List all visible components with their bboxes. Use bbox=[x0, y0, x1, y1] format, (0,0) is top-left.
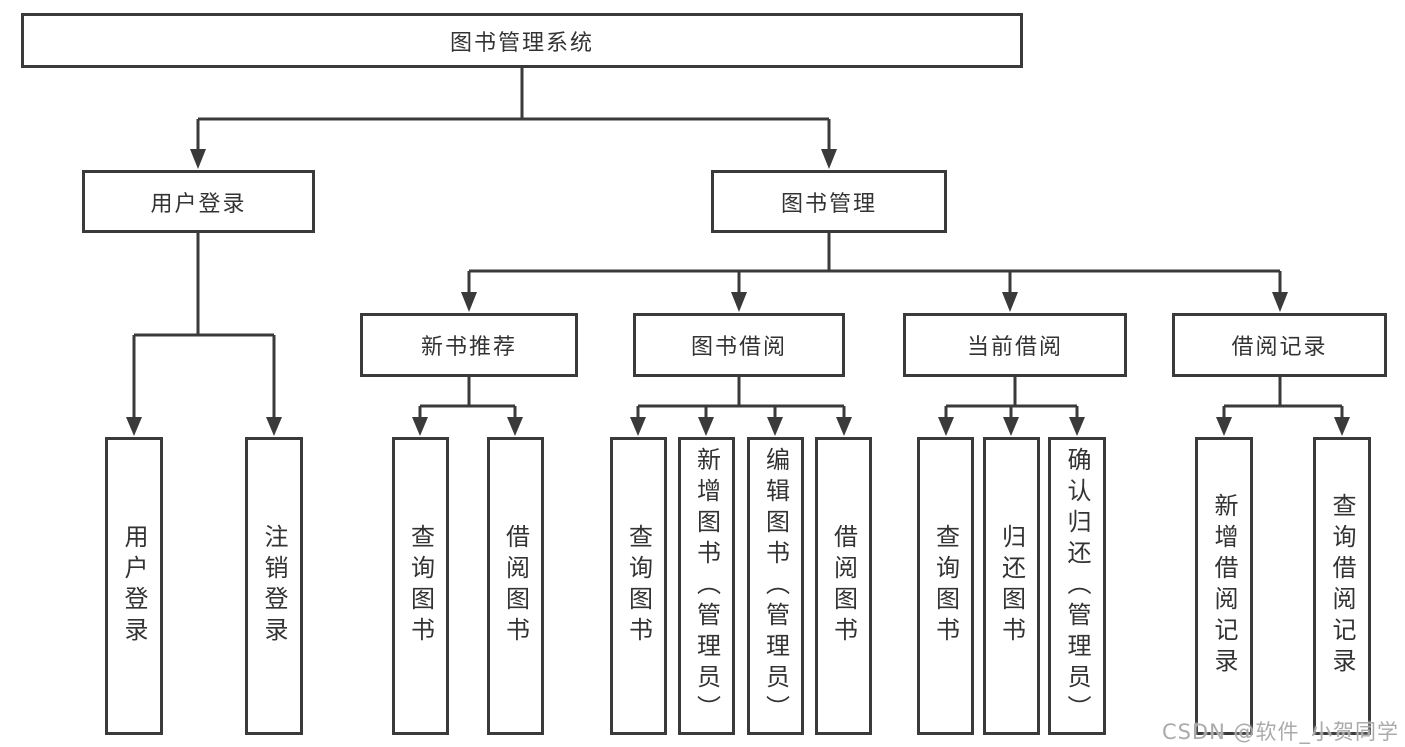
node-label: 图书管理系统 bbox=[449, 30, 594, 56]
leaf-query-books-borrow: 查询图书 bbox=[610, 437, 667, 735]
leaf-logout: 注销登录 bbox=[245, 437, 303, 735]
node-label: 图书借阅 bbox=[690, 335, 787, 360]
leaf-label: 借阅图书 bbox=[829, 524, 858, 648]
leaf-label: 查询图书 bbox=[624, 524, 653, 648]
leaf-label: 查询借阅记录 bbox=[1328, 493, 1356, 679]
node-borrow-records: 借阅记录 bbox=[1172, 313, 1387, 377]
leaf-label: 确认归还（管理员） bbox=[1063, 446, 1091, 726]
node-label: 用户登录 bbox=[150, 191, 247, 217]
arrowheads bbox=[126, 149, 1350, 436]
watermark-csdn: CSDN @软件_小贺同学 bbox=[1161, 720, 1399, 744]
leaf-add-borrow-record: 新增借阅记录 bbox=[1195, 437, 1253, 735]
leaf-query-books-current: 查询图书 bbox=[917, 437, 974, 735]
leaf-return-books: 归还图书 bbox=[983, 437, 1040, 735]
leaf-edit-book-admin: 编辑图书（管理员） bbox=[747, 437, 804, 735]
leaf-label: 查询图书 bbox=[406, 524, 435, 648]
leaf-label: 注销登录 bbox=[260, 524, 288, 648]
leaf-label: 归还图书 bbox=[997, 524, 1026, 648]
leaf-label: 借阅图书 bbox=[501, 524, 530, 648]
leaf-label: 用户登录 bbox=[120, 524, 148, 648]
node-current-borrow: 当前借阅 bbox=[903, 313, 1127, 377]
leaf-label: 查询图书 bbox=[931, 524, 960, 648]
leaf-label: 新增图书（管理员） bbox=[692, 446, 721, 726]
node-library-management-system: 图书管理系统 bbox=[21, 13, 1023, 68]
leaf-label: 编辑图书（管理员） bbox=[761, 446, 790, 726]
node-user-login: 用户登录 bbox=[82, 170, 315, 233]
leaf-query-books-recommend: 查询图书 bbox=[392, 437, 449, 735]
node-label: 当前借阅 bbox=[966, 335, 1063, 360]
leaf-add-book-admin: 新增图书（管理员） bbox=[678, 437, 735, 735]
leaf-confirm-return-admin: 确认归还（管理员） bbox=[1048, 437, 1106, 735]
node-label: 新书推荐 bbox=[420, 335, 517, 360]
node-book-management: 图书管理 bbox=[711, 170, 947, 233]
node-label: 借阅记录 bbox=[1231, 335, 1328, 360]
leaf-borrow-books-recommend: 借阅图书 bbox=[487, 437, 544, 735]
leaf-user-login: 用户登录 bbox=[105, 437, 163, 735]
node-book-borrow: 图书借阅 bbox=[633, 313, 845, 377]
node-new-book-recommend: 新书推荐 bbox=[360, 313, 578, 377]
leaf-borrow-books: 借阅图书 bbox=[815, 437, 872, 735]
node-label: 图书管理 bbox=[780, 191, 877, 217]
leaf-label: 新增借阅记录 bbox=[1210, 493, 1238, 679]
leaf-query-borrow-record: 查询借阅记录 bbox=[1313, 437, 1371, 735]
